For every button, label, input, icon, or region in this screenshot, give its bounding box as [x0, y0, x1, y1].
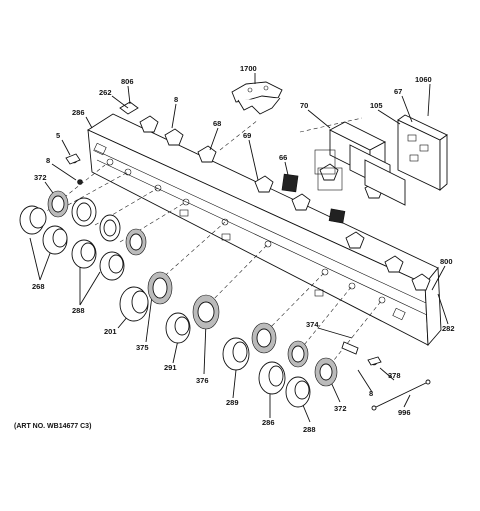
callout-262: 262 — [99, 88, 112, 97]
plate-66 — [281, 173, 299, 193]
circuit-board-105 — [397, 114, 448, 191]
callout-291: 291 — [164, 363, 177, 372]
callout-1700: 1700 — [240, 64, 257, 73]
bracket-assembly-1700 — [231, 73, 283, 115]
callout-800: 800 — [440, 257, 453, 266]
callout-labels: 1700 806 262 8 286 1060 67 70 105 5 68 6… — [14, 64, 455, 434]
art-number: (ART NO. WB14677 C3) — [14, 423, 91, 430]
callout-105: 105 — [370, 101, 383, 110]
callout-67: 67 — [394, 87, 402, 96]
callout-66: 66 — [279, 153, 287, 162]
callout-8-left: 8 — [46, 156, 50, 165]
callout-806: 806 — [121, 77, 134, 86]
callout-378: 378 — [388, 371, 401, 380]
knob-set-center — [119, 271, 277, 371]
callout-996: 996 — [398, 408, 411, 417]
knob-set-left — [19, 190, 147, 281]
callout-5: 5 — [56, 131, 60, 140]
callout-268: 268 — [32, 282, 45, 291]
callout-372-left: 372 — [34, 173, 47, 182]
callout-374: 374 — [306, 320, 319, 329]
callout-289: 289 — [226, 398, 239, 407]
callout-288-bottom: 288 — [303, 425, 316, 434]
callout-1060: 1060 — [415, 75, 432, 84]
alignment-dashes — [41, 117, 383, 366]
callout-372-bottom: 372 — [334, 404, 347, 413]
callout-68: 68 — [213, 119, 221, 128]
callout-375: 375 — [136, 343, 149, 352]
callout-70: 70 — [300, 101, 308, 110]
callout-376: 376 — [196, 376, 209, 385]
callout-288-left: 288 — [72, 306, 85, 315]
callout-201: 201 — [104, 327, 117, 336]
module-group-70 — [314, 121, 406, 224]
callout-69: 69 — [243, 131, 251, 140]
callout-8-right: 8 — [369, 389, 373, 398]
callout-8-top: 8 — [174, 95, 178, 104]
knob-set-right — [258, 340, 431, 411]
callout-282: 282 — [442, 324, 455, 333]
callout-286-bottom: 286 — [262, 418, 275, 427]
callout-286-top: 286 — [72, 108, 85, 117]
